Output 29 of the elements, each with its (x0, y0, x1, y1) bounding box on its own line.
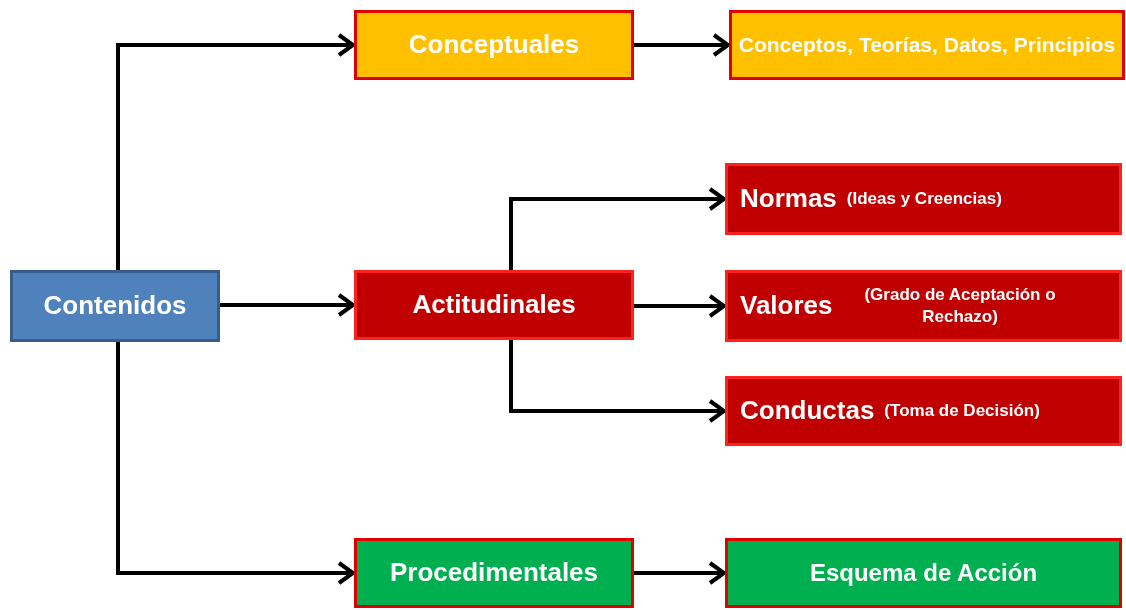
process-box (354, 538, 634, 608)
box-title: Conceptuales (408, 28, 580, 62)
arrow (116, 33, 355, 270)
box-note: (Grado de Aceptación o Rechazo) (863, 283, 1057, 328)
arrow (116, 342, 355, 585)
process-box (10, 270, 220, 342)
box-title: Actitudinales (412, 288, 576, 322)
arrow (634, 33, 730, 57)
box-title: Contenidos (43, 289, 187, 323)
box-title: Esquema de Acción (809, 558, 1038, 589)
process-box (725, 163, 1122, 235)
box-note: (Toma de Decisión) (884, 399, 1040, 422)
box-title: Conductas (740, 394, 875, 428)
process-box (725, 376, 1122, 446)
box-note: (Ideas y Creencias) (846, 187, 1002, 210)
box-title: Normas (740, 182, 837, 216)
process-box (725, 270, 1122, 342)
box-title: Conceptos, Teorías, Datos, Principios (738, 31, 1116, 58)
process-box (729, 10, 1125, 80)
arrow (220, 293, 355, 317)
box-title: Procedimentales (389, 556, 599, 590)
arrow (509, 340, 726, 423)
process-box (725, 538, 1122, 608)
arrow (509, 187, 726, 270)
box-title: Valores (740, 289, 833, 323)
arrow (634, 294, 726, 318)
process-box (354, 270, 634, 340)
process-box (354, 10, 634, 80)
arrow (634, 561, 726, 585)
